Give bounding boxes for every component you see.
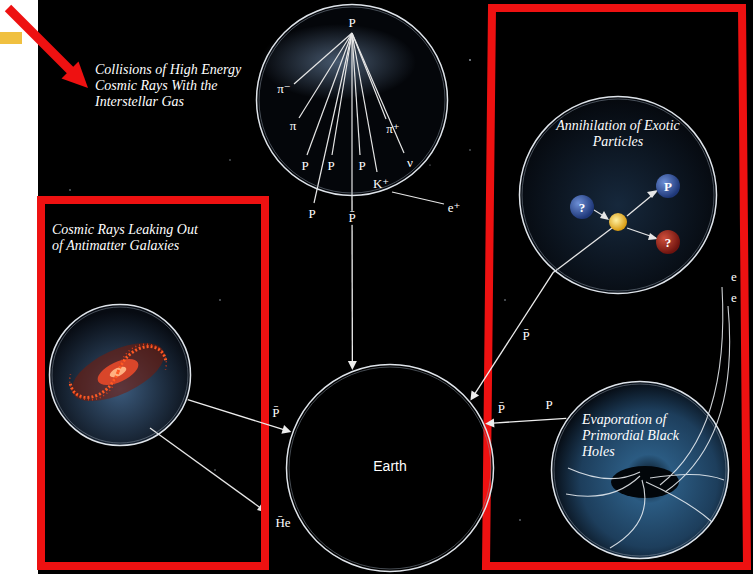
particle-label: P <box>358 159 365 172</box>
particle-label: e⁺ <box>448 201 461 214</box>
particle-label: K⁺ <box>373 177 389 190</box>
particle-label: P <box>308 207 315 220</box>
arrow-head <box>281 425 291 434</box>
edge-label: P̄ <box>496 401 507 415</box>
arrow-head <box>348 361 357 370</box>
galaxy-circle: Cosmic Rays Leaking Out of Antimatter Ga… <box>48 303 192 447</box>
connector <box>188 400 292 434</box>
arrow-head <box>485 419 494 428</box>
arrow-head <box>470 391 479 401</box>
edge-label: P̄ <box>270 406 281 420</box>
earth-circle: Earth <box>285 363 495 573</box>
particle-label: π <box>290 119 297 132</box>
node-heading: Annihilation of Exotic Particles <box>553 118 683 150</box>
node-heading: Cosmic Rays Leaking Out of Antimatter Ga… <box>52 222 202 254</box>
circle-outline <box>48 303 192 447</box>
particle-label: P <box>327 159 334 172</box>
circle-outline <box>550 380 730 560</box>
connector-line <box>475 272 554 394</box>
particle-label: e <box>731 270 737 283</box>
black-hole-circle: Evaporation of Primordial Black Holes <box>550 380 730 560</box>
edge-label: P̄ <box>520 329 531 343</box>
connector-line <box>493 418 566 423</box>
circle-outline <box>255 3 449 197</box>
particle-label: π⁻ <box>277 82 290 95</box>
node-heading: Evaporation of Primordial Black Holes <box>582 412 692 460</box>
connector <box>470 272 553 401</box>
node-heading: Collisions of High Energy Cosmic Rays Wi… <box>95 62 255 110</box>
connector <box>485 418 566 427</box>
annihilation-circle: Annihilation of Exotic Particles <box>518 95 718 295</box>
particle-label: P <box>301 159 308 172</box>
particle-label: P <box>664 180 672 193</box>
particle-label: P <box>545 398 552 411</box>
particle-label: ν <box>407 156 413 169</box>
particle-label: P <box>348 16 355 29</box>
connector-line <box>188 400 284 430</box>
particle-label: H̄e <box>275 516 290 529</box>
node-heading: Earth <box>340 458 440 474</box>
edge-label: P̄ <box>346 211 357 225</box>
particle-label: ? <box>665 236 672 249</box>
particle-label: ? <box>579 201 586 214</box>
collision-circle: Collisions of High Energy Cosmic Rays Wi… <box>255 3 449 197</box>
particle-label: π⁺ <box>386 122 399 135</box>
particle-label: e <box>731 291 737 304</box>
